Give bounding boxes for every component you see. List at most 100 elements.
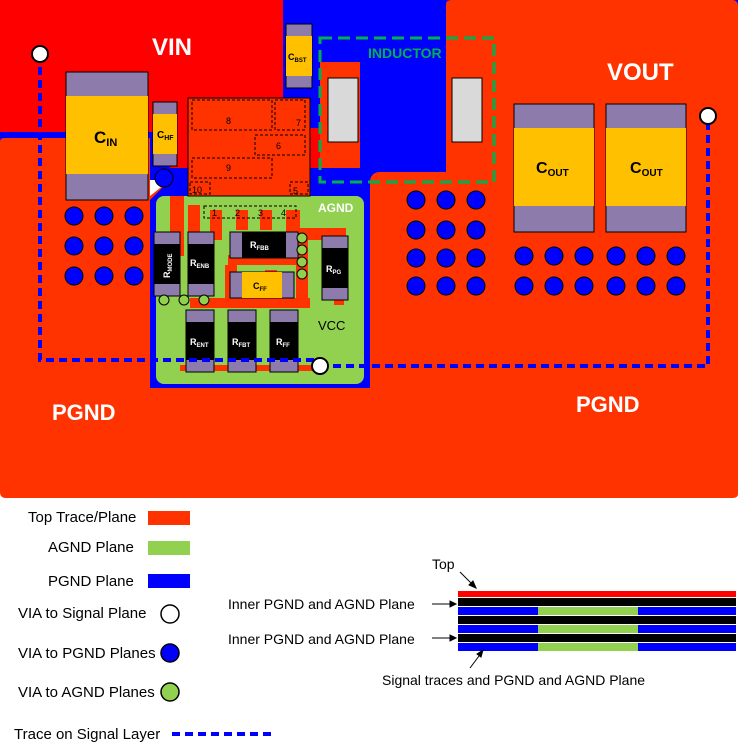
pgnd-via (514, 276, 534, 296)
stack-arrows (432, 571, 484, 669)
pgnd-via (94, 236, 114, 256)
signal-via-feedback (311, 357, 329, 375)
signal-vias (31, 45, 717, 375)
stack-top-layer (458, 591, 736, 597)
inductor-label: INDUCTOR (368, 45, 442, 61)
pgnd-left-label: PGND (52, 400, 116, 425)
agnd-vias (158, 232, 308, 306)
legend-via-signal-label: VIA to Signal Plane (18, 605, 147, 622)
vin-label: VIN (152, 34, 192, 61)
pgnd-via (606, 246, 626, 266)
pgnd-via (436, 220, 456, 240)
layer-stackup (458, 591, 736, 651)
stack-label-inner2: Inner PGND and AGND Plane (228, 631, 415, 647)
agnd-label: AGND (318, 201, 354, 215)
agnd-via (158, 294, 170, 306)
pgnd-via (154, 168, 174, 188)
rfbt-label: RFBT (232, 337, 250, 349)
cout2-capacitor (605, 103, 687, 233)
agnd-via (178, 294, 190, 306)
legend-via-agnd (160, 682, 180, 702)
agnd-via (198, 294, 210, 306)
pgnd-via (406, 220, 426, 240)
pgnd-via (666, 276, 686, 296)
pgnd-via (636, 276, 656, 296)
pgnd-via (436, 190, 456, 210)
pin-5: 5 (293, 186, 298, 196)
pgnd-via (94, 266, 114, 286)
vout-label: VOUT (607, 59, 674, 86)
signal-trace-left (38, 54, 320, 362)
pgnd-via (124, 236, 144, 256)
pin-3: 3 (258, 208, 263, 218)
pgnd-via (466, 248, 486, 268)
pgnd-via (124, 266, 144, 286)
pgnd-via (436, 276, 456, 296)
pgnd-via (666, 246, 686, 266)
cff-label: CFF (253, 281, 267, 293)
pgnd-via (544, 276, 564, 296)
stack-label-bottom: Signal traces and PGND and AGND Plane (382, 672, 646, 688)
pin-2: 2 (235, 208, 240, 218)
pgnd-via (636, 246, 656, 266)
pgnd-via (64, 266, 84, 286)
cout1-label: COUT (536, 160, 569, 179)
rff-label: RFF (276, 337, 290, 349)
pin-9: 9 (226, 163, 231, 173)
cin-label: CIN (94, 128, 117, 149)
legend-swatch-top (148, 511, 190, 525)
renb-label: RENB (190, 258, 210, 270)
rff-resistor (269, 309, 299, 373)
pgnd-via (466, 220, 486, 240)
rpg-resistor (321, 235, 349, 301)
legend-pgnd-label: PGND Plane (48, 573, 134, 590)
pgnd-via (124, 206, 144, 226)
rent-label: RENT (190, 337, 209, 349)
ic-pin-labels: 1 2 3 4 5 6 7 8 9 10 (192, 116, 301, 218)
pgnd-via (406, 190, 426, 210)
legend-via-agnd-label: VIA to AGND Planes (18, 684, 155, 701)
legend-top-trace-label: Top Trace/Plane (28, 509, 137, 526)
pgnd-via (544, 246, 564, 266)
pgnd-via (606, 276, 626, 296)
pgnd-via (574, 246, 594, 266)
legend-via-pgnd-label: VIA to PGND Planes (18, 645, 156, 662)
pgnd-vias (64, 168, 686, 296)
renb-resistor (187, 231, 215, 297)
legend-swatch-agnd (148, 541, 190, 555)
legend-trace-signal-label: Trace on Signal Layer (14, 726, 161, 743)
cff-capacitor (229, 271, 295, 299)
cout2-label: COUT (630, 160, 663, 179)
stack-label-inner1: Inner PGND and AGND Plane (228, 596, 415, 612)
agnd-via (296, 232, 308, 244)
agnd-via (296, 244, 308, 256)
rent-resistor (185, 309, 215, 373)
pgnd-via (574, 276, 594, 296)
agnd-via (296, 268, 308, 280)
pgnd-via (94, 206, 114, 226)
signal-via-vin (31, 45, 49, 63)
cin-capacitor (65, 71, 149, 201)
pgnd-via (466, 276, 486, 296)
legend-via-pgnd (160, 643, 180, 663)
cbst-capacitor (285, 23, 313, 89)
legend-via-signal (160, 604, 180, 624)
rmode-resistor (153, 231, 181, 297)
chf-label: CHF (157, 130, 174, 142)
pin-10: 10 (192, 185, 202, 195)
vcc-label: VCC (318, 318, 345, 333)
pin-6: 6 (276, 141, 281, 151)
pgnd-via (64, 236, 84, 256)
pgnd-via (64, 206, 84, 226)
rfbb-resistor (229, 231, 299, 259)
pgnd-via (406, 248, 426, 268)
rpg-label: RPG (326, 264, 342, 276)
chf-capacitor (152, 101, 178, 167)
rfbb-label: RFBB (250, 240, 269, 252)
rmode-label: RMODE (162, 254, 174, 279)
inductor-pad-left (327, 77, 359, 143)
stack-label-top: Top (432, 556, 455, 572)
cbst-label: CBST (288, 52, 307, 64)
inductor-outline (318, 36, 496, 184)
legend-swatch-pgnd (148, 574, 190, 588)
